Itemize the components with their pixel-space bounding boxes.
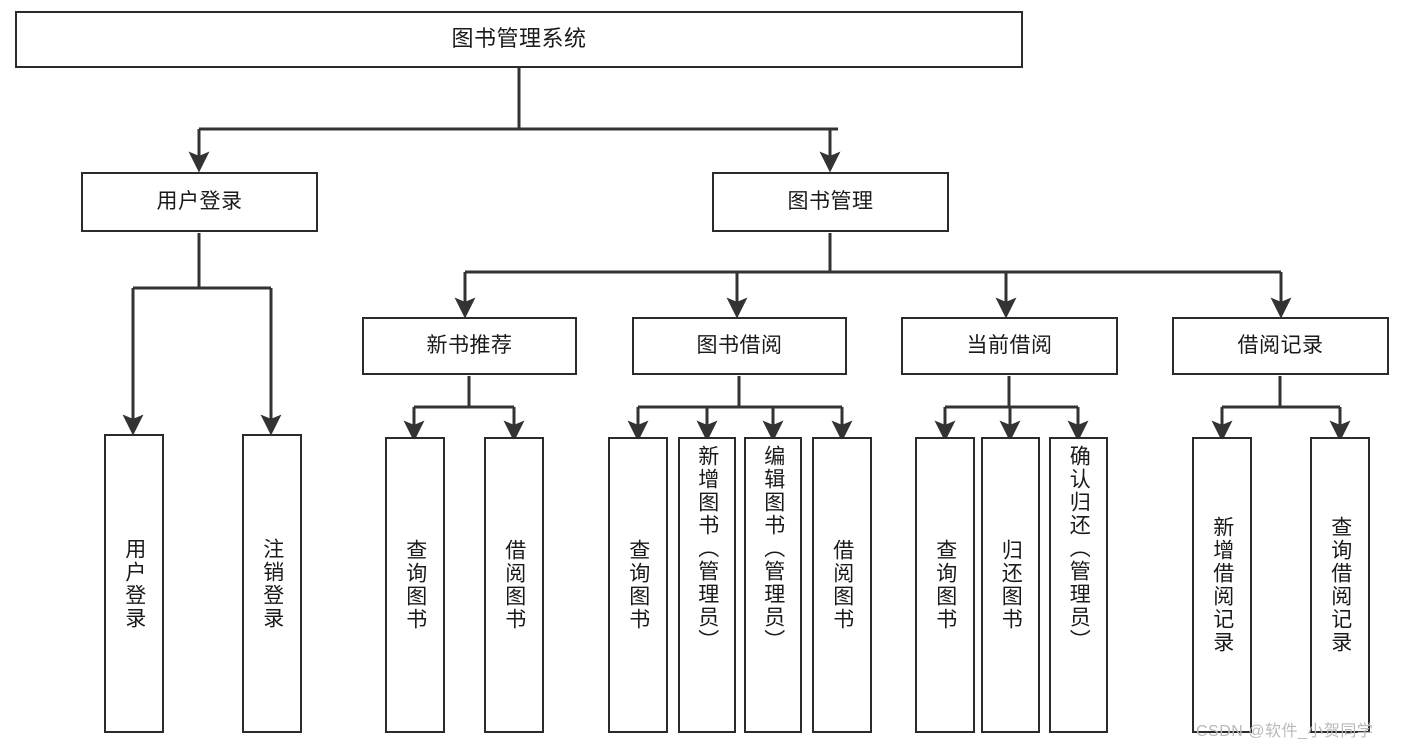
node-label: 归还图书 [999, 539, 1023, 631]
node-label: 确认归还（管理员） [1067, 445, 1091, 652]
leaf-logout[interactable]: 注销登录 [242, 434, 302, 733]
node-label: 查询图书 [626, 539, 650, 631]
node-label: 图书借阅 [696, 334, 783, 358]
node-label: 当前借阅 [966, 334, 1053, 358]
node-label: 图书管理 [787, 190, 874, 214]
leaf-query-book-borrowing[interactable]: 查询图书 [608, 437, 668, 733]
node-label: 新增借阅记录 [1210, 516, 1234, 654]
node-label: 查询图书 [933, 539, 957, 631]
leaf-return-book[interactable]: 归还图书 [981, 437, 1040, 733]
leaf-confirm-return-admin[interactable]: 确认归还（管理员） [1049, 437, 1108, 733]
node-label: 借阅记录 [1237, 334, 1324, 358]
node-book-borrowing[interactable]: 图书借阅 [632, 317, 847, 375]
node-label: 新书推荐 [426, 334, 513, 358]
node-root-book-management-system[interactable]: 图书管理系统 [15, 11, 1023, 68]
csdn-watermark: CSDN @软件_小贺同学 [1196, 723, 1374, 740]
leaf-query-borrow-record[interactable]: 查询借阅记录 [1310, 437, 1370, 733]
leaf-query-book-current[interactable]: 查询图书 [915, 437, 975, 733]
node-label: 查询借阅记录 [1328, 516, 1352, 654]
node-label: 注销登录 [260, 537, 284, 630]
leaf-user-login[interactable]: 用户登录 [104, 434, 164, 733]
node-label: 用户登录 [156, 190, 243, 214]
node-new-book-recommendation[interactable]: 新书推荐 [362, 317, 577, 375]
node-label: 编辑图书（管理员） [761, 445, 785, 652]
leaf-add-book-admin[interactable]: 新增图书（管理员） [678, 437, 736, 733]
node-borrowing-record[interactable]: 借阅记录 [1172, 317, 1389, 375]
leaf-borrow-book-recommendation[interactable]: 借阅图书 [484, 437, 544, 733]
node-label: 查询图书 [403, 539, 427, 631]
node-label: 借阅图书 [502, 539, 526, 631]
node-label: 图书管理系统 [451, 26, 587, 52]
node-label: 借阅图书 [830, 539, 854, 631]
node-label: 新增图书（管理员） [695, 445, 719, 652]
leaf-borrow-book-borrowing[interactable]: 借阅图书 [812, 437, 872, 733]
node-label: 用户登录 [122, 537, 146, 630]
leaf-edit-book-admin[interactable]: 编辑图书（管理员） [744, 437, 802, 733]
node-current-borrowing[interactable]: 当前借阅 [901, 317, 1118, 375]
leaf-query-book-recommendation[interactable]: 查询图书 [385, 437, 445, 733]
leaf-add-borrow-record[interactable]: 新增借阅记录 [1192, 437, 1252, 733]
node-book-management[interactable]: 图书管理 [712, 172, 949, 232]
node-user-login[interactable]: 用户登录 [81, 172, 318, 232]
